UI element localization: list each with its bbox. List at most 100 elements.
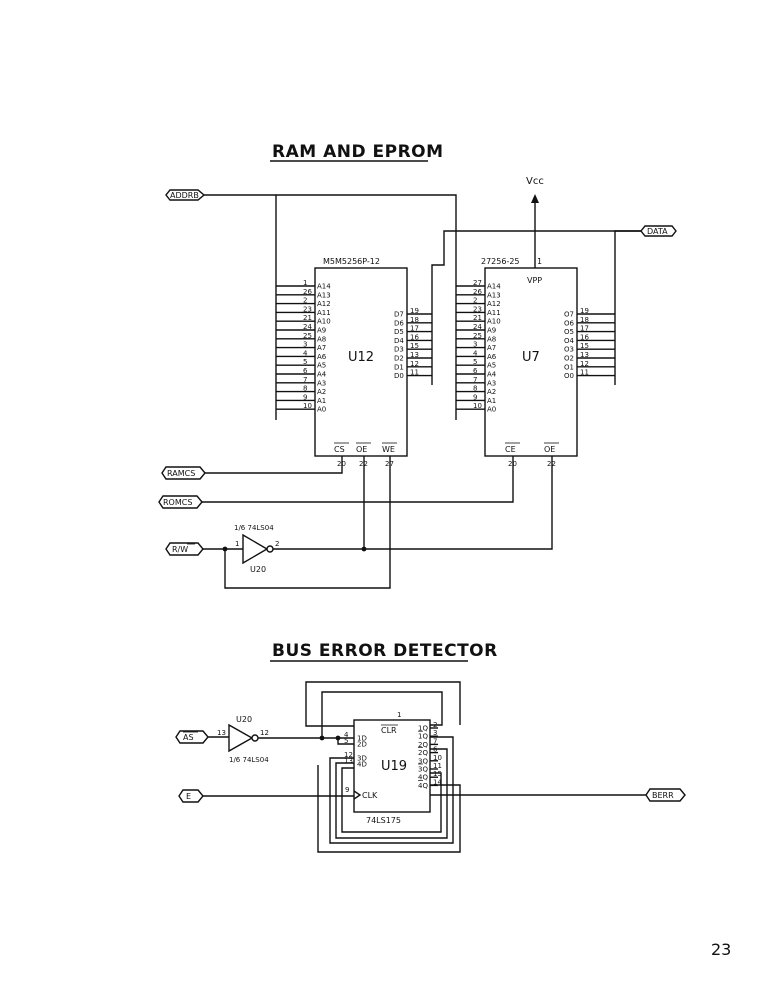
u7-addr-pin-number: 26 [473, 288, 482, 296]
addrb-connector: ADDRB [165, 189, 206, 201]
u7-data-pin-number: 19 [580, 307, 589, 315]
as-label: AS [183, 733, 194, 742]
ramcs-label: RAMCS [167, 469, 195, 478]
u12-addr-pin-number: 7 [303, 376, 307, 384]
u12-addr-pin-name: A10 [317, 318, 331, 326]
u7-addr-pin-name: A7 [487, 344, 496, 352]
u7-addr-pin-number: 23 [473, 305, 482, 313]
ram-eprom-title: RAM AND EPROM [272, 142, 444, 162]
u7-addr-pin-number: 24 [473, 323, 482, 331]
u7-addr-pin-name: A9 [487, 327, 496, 335]
inv2-part: 1/6 74LS04 [229, 756, 269, 764]
u19-clr: CLR [381, 726, 397, 735]
u12-addr-pin-number: 10 [303, 402, 312, 410]
romcs-connector: ROMCS [158, 456, 514, 509]
u7-addr-pin-number: 8 [473, 385, 477, 393]
u7-addr-pin-name: A0 [487, 406, 496, 414]
u12-data-pin-name: D5 [394, 328, 404, 336]
u12-addr-pin-number: 25 [303, 332, 312, 340]
u19-q-pin: 10 [433, 754, 442, 762]
inv2-ref: U20 [236, 715, 252, 724]
u7-addr-pin-number: 25 [473, 332, 482, 340]
u19-q-name: 4Q [418, 774, 428, 782]
u7-addr-pin-name: A11 [487, 309, 501, 317]
u7-addr-pin-number: 2 [473, 297, 477, 305]
u19-clk-pin: 9 [345, 786, 349, 794]
u7-data-pin-number: 11 [580, 369, 589, 377]
u19-d-name: 1D [357, 735, 367, 743]
u7-addr-pin-name: A2 [487, 388, 496, 396]
u7-data-pin-number: 15 [580, 342, 589, 350]
u7-ctrl-name: OE [544, 445, 555, 454]
romcs-label: ROMCS [163, 498, 192, 507]
u12-addr-pin-name: A4 [317, 371, 327, 379]
u7-data-pin-number: 12 [580, 360, 589, 368]
data-label: DATA [647, 227, 668, 236]
inv1-pin-in: 1 [235, 540, 239, 548]
u19-d-pin: 13 [344, 757, 353, 765]
u12-addr-pin-name: A2 [317, 388, 326, 396]
u19-q-pin: 14 [433, 778, 442, 786]
u7-data-pin-name: O2 [564, 355, 574, 363]
u7-data-pin-name: O7 [564, 311, 574, 319]
inv1-pin-out: 2 [275, 540, 279, 548]
vcc-symbol: Vcc [526, 176, 544, 268]
u12-addr-pin-name: A8 [317, 335, 326, 343]
u7-addr-pin-name: A8 [487, 335, 496, 343]
u12-addr-pin-name: A12 [317, 300, 331, 308]
u7-addr-pin-number: 7 [473, 376, 477, 384]
u12-data-pin-number: 18 [410, 316, 419, 324]
u12-addr-pin-name: A7 [317, 344, 326, 352]
u12-data-pin-number: 13 [410, 351, 419, 359]
bus-error-wiring [203, 681, 646, 853]
u7-ref: U7 [522, 350, 540, 365]
berr-label: BERR [652, 791, 674, 800]
u12-addr-pin-number: 8 [303, 385, 307, 393]
u7-vpp-pin: 1 [537, 257, 542, 266]
data-connector: DATA [640, 225, 677, 237]
u7-data-pin-name: O4 [564, 337, 575, 345]
u19-q-pin: 3 [433, 729, 437, 737]
u12-data-pin-number: 11 [410, 369, 419, 377]
ramcs-connector: RAMCS [161, 456, 343, 480]
u19-q-pin: 7 [433, 737, 437, 745]
u7-vpp-label: VPP [527, 276, 542, 285]
u12-addr-pin-name: A11 [317, 309, 331, 317]
u12-addr-pin-number: 6 [303, 367, 308, 375]
u7-addr-pin-number: 3 [473, 341, 477, 349]
u12-ref: U12 [348, 350, 374, 365]
u19-q-pin: 11 [433, 762, 442, 770]
inv2-pin-out: 12 [260, 729, 269, 737]
inv1-part: 1/6 74LS04 [234, 524, 274, 532]
rw-label: R/W [172, 545, 188, 554]
u12-data-pin-name: D2 [394, 355, 404, 363]
u19-d-name: 4D [357, 761, 367, 769]
u12-ctrl-name: CS [334, 445, 345, 454]
u12-addr-pin-name: A3 [317, 379, 326, 387]
u7-data-pin-number: 13 [580, 351, 589, 359]
rw-wiring [203, 456, 553, 589]
u12-data-pin-name: D1 [394, 363, 404, 371]
u7-data-pin-number: 16 [580, 333, 589, 341]
u19-q-name: 2Q [418, 741, 428, 749]
u7-addr-pin-name: A12 [487, 300, 501, 308]
u19-q-name: 2Q [418, 749, 428, 757]
u7-addr-pin-name: A14 [487, 283, 501, 291]
u12-data-pin-name: D6 [394, 319, 404, 327]
u19-clr-pin: 1 [397, 711, 401, 719]
u7-addr-pin-number: 10 [473, 402, 482, 410]
u19-q-name: 1Q [418, 725, 428, 733]
u19-part: 74LS175 [366, 816, 401, 825]
u12-addr-pin-name: A13 [317, 291, 331, 299]
u12-addr-pin-number: 23 [303, 305, 312, 313]
u7-data-pin-number: 18 [580, 316, 589, 324]
berr-connector: BERR [645, 788, 686, 802]
u12-addr-pin-number: 9 [303, 393, 307, 401]
e-label: E [186, 792, 191, 801]
u12-addr-pin-number: 26 [303, 288, 312, 296]
u12-addr-pin-number: 24 [303, 323, 312, 331]
u12-data-pin-number: 16 [410, 333, 419, 341]
address-bus-wires [204, 194, 457, 420]
inv1-ref: U20 [250, 565, 266, 574]
